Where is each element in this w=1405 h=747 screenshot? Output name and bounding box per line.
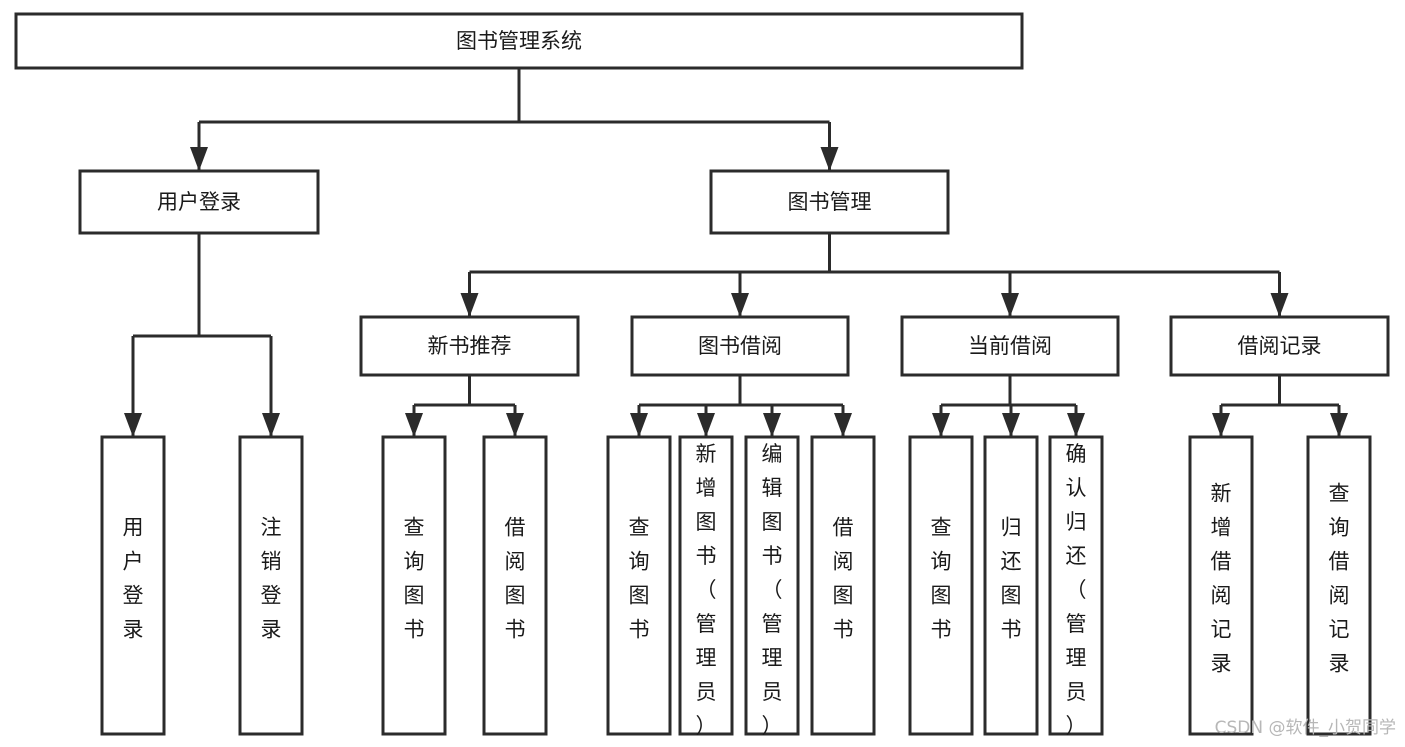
node-box-current-borrow [900, 315, 1120, 377]
arrow-head-icon [1067, 413, 1085, 437]
node-new-book-recommend[interactable]: 新书推荐 [359, 315, 580, 377]
node-root[interactable]: 图书管理系统 [14, 12, 1024, 70]
node-leaf-logout-login[interactable]: 注销登录 [238, 435, 304, 736]
node-label-user-login: 用户登录 [157, 190, 241, 214]
node-label-borrow-record: 借阅记录 [1238, 334, 1322, 358]
arrow-head-icon [834, 413, 852, 437]
node-leaf-borrow-book[interactable]: 借阅图书 [810, 435, 876, 736]
arrow-head-icon [820, 147, 839, 171]
node-book-borrow[interactable]: 图书借阅 [630, 315, 850, 377]
node-leaf-query-book-borrow[interactable]: 查询图书 [606, 435, 672, 736]
node-label-leaf-borrow-book: 借阅图书 [833, 516, 854, 642]
arrow-head-icon [405, 413, 423, 437]
node-leaf-query-book-current[interactable]: 查询图书 [908, 435, 974, 736]
node-label-root: 图书管理系统 [456, 29, 582, 53]
node-box-new-book-recommend [359, 315, 580, 377]
node-leaf-borrow-book-recommend[interactable]: 借阅图书 [482, 435, 548, 736]
node-label-new-book-recommend: 新书推荐 [428, 334, 512, 358]
node-box-borrow-record [1169, 315, 1390, 377]
node-box-user-login [78, 169, 320, 235]
node-label-leaf-add-book: 新增图书（管理员） [696, 442, 717, 738]
node-label-leaf-query-borrow-record: 查询借阅记录 [1329, 482, 1350, 676]
node-label-leaf-query-book-recommend: 查询图书 [404, 516, 425, 642]
node-box-leaf-query-book-borrow [606, 435, 672, 736]
node-box-leaf-user-login [100, 435, 166, 736]
node-label-leaf-return-book: 归还图书 [1001, 516, 1022, 642]
arrow-head-icon [124, 413, 142, 437]
csdn-watermark: CSDN @软件_小贺同学 [1215, 718, 1396, 738]
node-box-book-management [709, 169, 950, 235]
node-label-leaf-user-login: 用户登录 [123, 516, 144, 642]
node-label-leaf-edit-book: 编辑图书（管理员） [762, 442, 783, 738]
node-box-leaf-logout-login [238, 435, 304, 736]
node-leaf-query-borrow-record[interactable]: 查询借阅记录 [1306, 435, 1372, 736]
node-box-root [14, 12, 1024, 70]
arrow-head-icon [1330, 413, 1348, 437]
arrow-head-icon [763, 413, 781, 437]
arrow-head-icon [1002, 413, 1020, 437]
node-leaf-return-book[interactable]: 归还图书 [983, 435, 1039, 736]
node-box-leaf-query-book-current [908, 435, 974, 736]
node-label-leaf-borrow-book-recommend: 借阅图书 [505, 516, 526, 642]
node-box-leaf-return-book [983, 435, 1039, 736]
node-label-leaf-query-book-borrow: 查询图书 [629, 516, 650, 642]
arrow-head-icon [697, 413, 715, 437]
node-box-leaf-add-borrow-record [1188, 435, 1254, 736]
node-current-borrow[interactable]: 当前借阅 [900, 315, 1120, 377]
arrow-head-icon [190, 147, 208, 171]
node-box-leaf-edit-book [744, 435, 800, 736]
node-box-leaf-borrow-book [810, 435, 876, 736]
node-label-book-management: 图书管理 [788, 190, 872, 214]
connector-edges [124, 68, 1348, 437]
node-label-leaf-confirm-return: 确认归还（管理员） [1066, 442, 1087, 738]
arrow-head-icon [1270, 293, 1289, 317]
node-box-leaf-query-borrow-record [1306, 435, 1372, 736]
node-box-leaf-borrow-book-recommend [482, 435, 548, 736]
node-borrow-record[interactable]: 借阅记录 [1169, 315, 1390, 377]
node-leaf-query-book-recommend[interactable]: 查询图书 [381, 435, 447, 736]
arrow-head-icon [506, 413, 524, 437]
node-box-leaf-query-book-recommend [381, 435, 447, 736]
node-book-management[interactable]: 图书管理 [709, 169, 950, 235]
node-leaf-user-login[interactable]: 用户登录 [100, 435, 166, 736]
node-box-book-borrow [630, 315, 850, 377]
node-leaf-edit-book[interactable]: 编辑图书（管理员） [744, 435, 800, 738]
arrow-head-icon [731, 293, 749, 317]
node-label-leaf-logout-login: 注销登录 [261, 516, 282, 642]
node-label-leaf-add-borrow-record: 新增借阅记录 [1211, 482, 1232, 676]
node-leaf-add-borrow-record[interactable]: 新增借阅记录 [1188, 435, 1254, 736]
node-box-leaf-confirm-return [1048, 435, 1104, 736]
arrow-head-icon [932, 413, 950, 437]
node-leaf-confirm-return[interactable]: 确认归还（管理员） [1048, 435, 1104, 738]
node-leaf-add-book[interactable]: 新增图书（管理员） [678, 435, 734, 738]
arrow-head-icon [1212, 413, 1230, 437]
node-label-current-borrow: 当前借阅 [968, 334, 1052, 358]
node-box-leaf-add-book [678, 435, 734, 736]
node-boxes: 图书管理系统用户登录图书管理新书推荐图书借阅当前借阅借阅记录用户登录注销登录查询… [14, 12, 1390, 738]
arrow-head-icon [262, 413, 280, 437]
arrow-head-icon [1001, 293, 1019, 317]
node-label-book-borrow: 图书借阅 [698, 334, 782, 358]
node-label-leaf-query-book-current: 查询图书 [931, 516, 952, 642]
arrow-head-icon [630, 413, 648, 437]
node-user-login[interactable]: 用户登录 [78, 169, 320, 235]
arrow-head-icon [460, 293, 479, 317]
